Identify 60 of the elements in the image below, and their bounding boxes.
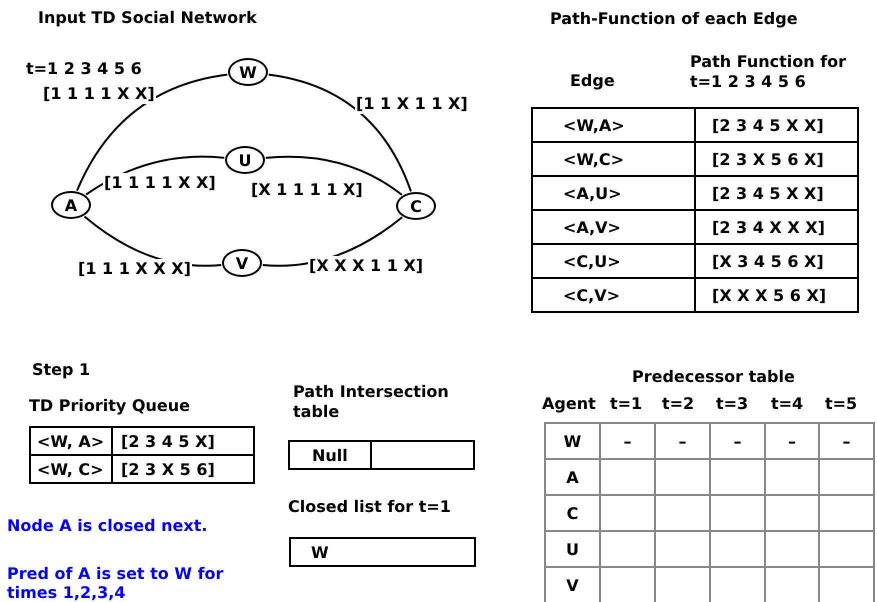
heading: Closed list for t=1 xyxy=(288,497,451,517)
table-cell: [2 3 X 5 6 X] xyxy=(695,142,858,176)
edge-line xyxy=(268,74,412,192)
table-cell: U xyxy=(545,531,600,567)
edge-label: [1 1 1 1 X X] xyxy=(42,84,156,104)
column-header: t=1 xyxy=(610,394,642,414)
table-cell: W xyxy=(545,423,600,459)
table-cell: <A,V> xyxy=(532,210,695,244)
edge-line xyxy=(266,156,402,196)
node-circle: C xyxy=(396,192,436,220)
edge-label: [X X X 1 1 X] xyxy=(308,256,424,276)
table-cell: Null xyxy=(289,441,371,469)
table-cell: V xyxy=(545,567,600,602)
heading: TD Priority Queue xyxy=(29,396,190,416)
table-cell: [X 3 4 5 6 X] xyxy=(695,244,858,278)
table-cell: – xyxy=(819,423,874,459)
table-cell: <W, C> xyxy=(30,455,112,483)
node-circle: V xyxy=(222,249,262,277)
table-cell: [2 3 X 5 6] xyxy=(112,455,254,483)
heading: Path-Function of each Edge xyxy=(550,9,798,29)
heading: Input TD Social Network xyxy=(38,8,257,28)
column-header: Path Function for t=1 2 3 4 5 6 xyxy=(690,52,848,92)
table-cell: [2 3 4 5 X] xyxy=(112,427,254,455)
edge-label: [1 1 1 1 X X] xyxy=(103,173,217,193)
table-cell: <C,U> xyxy=(532,244,695,278)
note-text: Node A is closed next. xyxy=(7,516,208,536)
table-cell: <W,C> xyxy=(532,142,695,176)
edge-line xyxy=(76,74,228,192)
table-cell: [X X X 5 6 X] xyxy=(695,278,858,312)
table-cell: – xyxy=(710,423,765,459)
edge-label: [1 1 1 X X X] xyxy=(77,259,192,279)
time-axis-label: t=1 2 3 4 5 6 xyxy=(26,59,142,79)
table-cell: [2 3 4 5 X X] xyxy=(695,176,858,210)
column-header: Agent xyxy=(542,394,596,414)
table-cell: [2 3 4 5 X X] xyxy=(695,108,858,142)
note-text: Pred of A is set to W for times 1,2,3,4 xyxy=(7,564,224,602)
column-header: t=4 xyxy=(771,394,804,414)
edge-label: [1 1 X 1 1 X] xyxy=(355,94,469,114)
table-cell: – xyxy=(765,423,819,459)
table-cell: – xyxy=(655,423,710,459)
table-cell: W xyxy=(290,538,475,566)
column-header: Edge xyxy=(570,71,615,91)
table-cell: <W,A> xyxy=(532,108,695,142)
table-cell: <W, A> xyxy=(30,427,112,455)
column-header: t=5 xyxy=(825,394,858,414)
table-cell: A xyxy=(545,459,600,495)
table-cell: – xyxy=(600,423,655,459)
node-circle: U xyxy=(225,146,265,174)
column-header: t=3 xyxy=(716,394,748,414)
heading: Path Intersection table xyxy=(293,382,450,422)
table-cell: C xyxy=(545,495,600,531)
column-header: t=2 xyxy=(662,394,694,414)
table-cell: <C,V> xyxy=(532,278,695,312)
heading: Predecessor table xyxy=(632,367,795,387)
table-cell: <A,U> xyxy=(532,176,695,210)
heading: Step 1 xyxy=(32,360,90,380)
table-cell: [2 3 4 X X X] xyxy=(695,210,858,244)
node-circle: W xyxy=(228,58,268,86)
edge-label: [X 1 1 1 1 X] xyxy=(250,180,364,200)
node-circle: A xyxy=(51,191,91,219)
